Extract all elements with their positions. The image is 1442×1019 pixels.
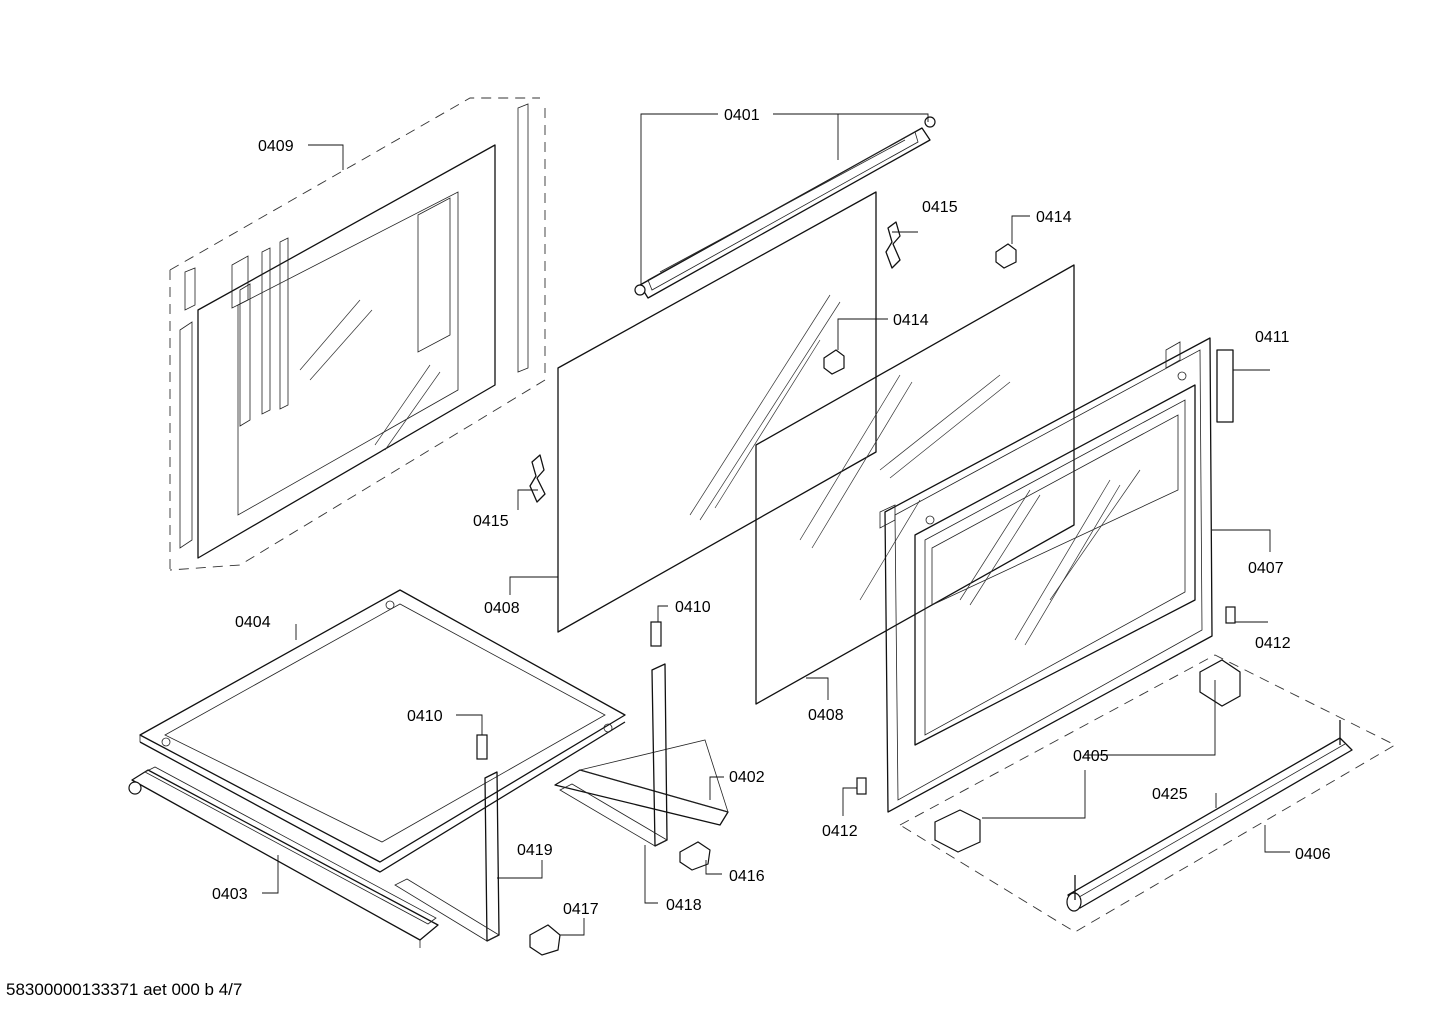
- callout-0416: 0416: [729, 868, 765, 885]
- part-0412-pad-left: [856, 777, 867, 795]
- callout-0404: 0404: [235, 614, 271, 631]
- part-0403-side-rail: [128, 766, 439, 948]
- part-0408-glass-pane-rear: [557, 191, 877, 633]
- part-0406-handle-frame: [899, 654, 1396, 933]
- callout-0418: 0418: [666, 897, 702, 914]
- part-0410-clip-upper: [650, 621, 662, 647]
- part-0415-clip-upper: [885, 221, 901, 269]
- callout-0411: 0411: [1255, 329, 1290, 346]
- callout-0405: 0405: [1073, 748, 1109, 765]
- part-0407-outer-door: [879, 337, 1213, 813]
- document-id: 58300000133371 aet 000 b 4/7: [6, 980, 243, 999]
- callout-0414-upper: 0414: [1036, 209, 1072, 226]
- part-0415-clip-lower: [529, 454, 546, 503]
- part-0405-handle-end-upper: [1199, 659, 1241, 707]
- callout-0401: 0401: [724, 107, 760, 124]
- part-0416-catch: [679, 841, 711, 871]
- callout-0409: 0409: [258, 138, 294, 155]
- part-0402-bracket: [554, 739, 729, 826]
- callout-0412-right: 0412: [1255, 635, 1291, 652]
- callout-0402: 0402: [729, 769, 765, 786]
- callout-0425: 0425: [1152, 786, 1188, 803]
- callout-0410-upper: 0410: [675, 599, 711, 616]
- part-0412-pad-right: [1225, 606, 1236, 624]
- part-0425-handle-bar: [1066, 720, 1353, 912]
- callout-0407: 0407: [1248, 560, 1284, 577]
- part-0417-catch: [529, 924, 561, 956]
- part-0405-handle-end-lower: [934, 809, 981, 853]
- part-0401-top-rail: [634, 116, 936, 299]
- callout-0403: 0403: [212, 886, 248, 903]
- part-0408-glass-pane-middle: [755, 264, 1075, 705]
- part-0419-bracket: [394, 771, 500, 942]
- part-0409-inner-frame: [169, 97, 546, 571]
- callout-0412-left: 0412: [822, 823, 858, 840]
- callout-0415-lower: 0415: [473, 513, 509, 530]
- callout-0417: 0417: [563, 901, 599, 918]
- callout-0408-middle: 0408: [808, 707, 844, 724]
- part-0418-bracket: [559, 663, 668, 847]
- callout-0406: 0406: [1295, 846, 1331, 863]
- part-0410-clip-lower: [476, 734, 488, 760]
- callout-0414-lower: 0414: [893, 312, 929, 329]
- part-0414-spacer-upper: [995, 243, 1017, 269]
- part-0411-strip: [1216, 349, 1234, 423]
- callout-0419: 0419: [517, 842, 553, 859]
- leader-lines: [262, 113, 1290, 936]
- callout-0408-rear: 0408: [484, 600, 520, 617]
- part-0414-spacer-lower: [823, 349, 845, 375]
- callout-labels: 0409 0401 0415 0414 0414 0411 0415 0407 …: [212, 107, 1331, 918]
- part-0404-base-tray: [139, 589, 626, 873]
- callout-0415-upper: 0415: [922, 199, 958, 216]
- callout-0410-lower: 0410: [407, 708, 443, 725]
